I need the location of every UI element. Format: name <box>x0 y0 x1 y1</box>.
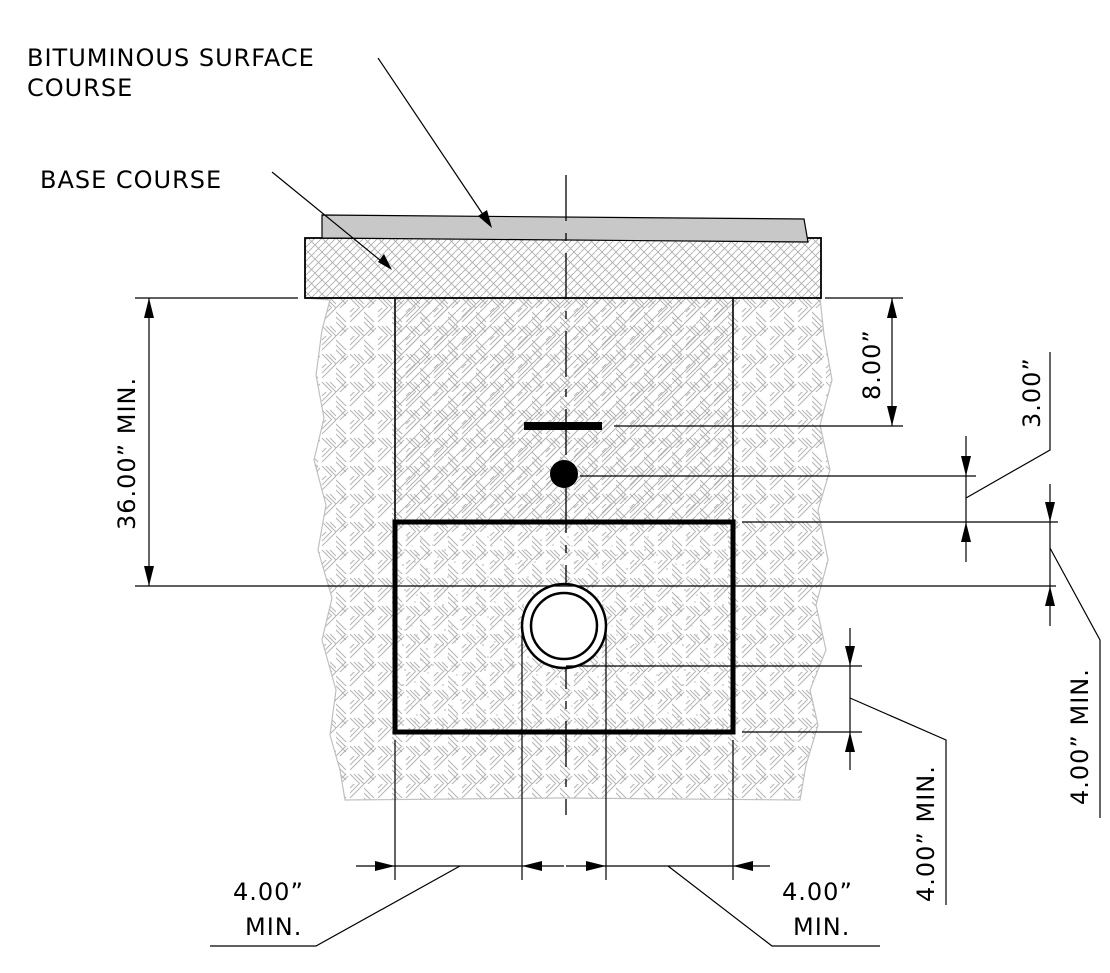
label-dim-8: 8.00” <box>858 329 886 400</box>
callout-leaders <box>271 57 492 270</box>
bituminous-surface <box>321 214 809 243</box>
trench-backfill <box>395 298 733 522</box>
dimension-4-bottom-left <box>210 861 564 947</box>
dimension-8 <box>887 298 897 426</box>
label-depth-36: 36.00” MIN. <box>113 377 141 530</box>
label-dim-4-right: 4.00” MIN. <box>1066 668 1094 805</box>
dimension-36-min <box>144 298 154 586</box>
label-bituminous-line2: COURSE <box>27 74 133 102</box>
label-dim-4-bottom-left-line1: 4.00” <box>233 878 304 906</box>
label-dim-3: 3.00” <box>1018 357 1046 428</box>
dimension-3 <box>961 352 1051 562</box>
label-dim-4-bottom-left-line2: MIN. <box>245 913 302 941</box>
extension-lines <box>135 297 1058 880</box>
label-dim-4-pipe: 4.00” MIN. <box>912 765 940 902</box>
label-dim-4-bottom-right-line2: MIN. <box>793 913 850 941</box>
label-base-course: BASE COURSE <box>40 166 222 194</box>
label-dim-4-bottom-right-line1: 4.00” <box>782 878 853 906</box>
dimension-4-right <box>1045 484 1101 818</box>
tracer-conduit <box>550 460 578 488</box>
label-bituminous-line1: BITUMINOUS SURFACE <box>27 44 315 72</box>
warning-tape <box>524 422 602 430</box>
pipe <box>520 582 608 670</box>
dimension-4-pipe <box>845 628 947 905</box>
base-course <box>304 237 822 299</box>
dimension-4-bottom-right <box>566 861 880 947</box>
